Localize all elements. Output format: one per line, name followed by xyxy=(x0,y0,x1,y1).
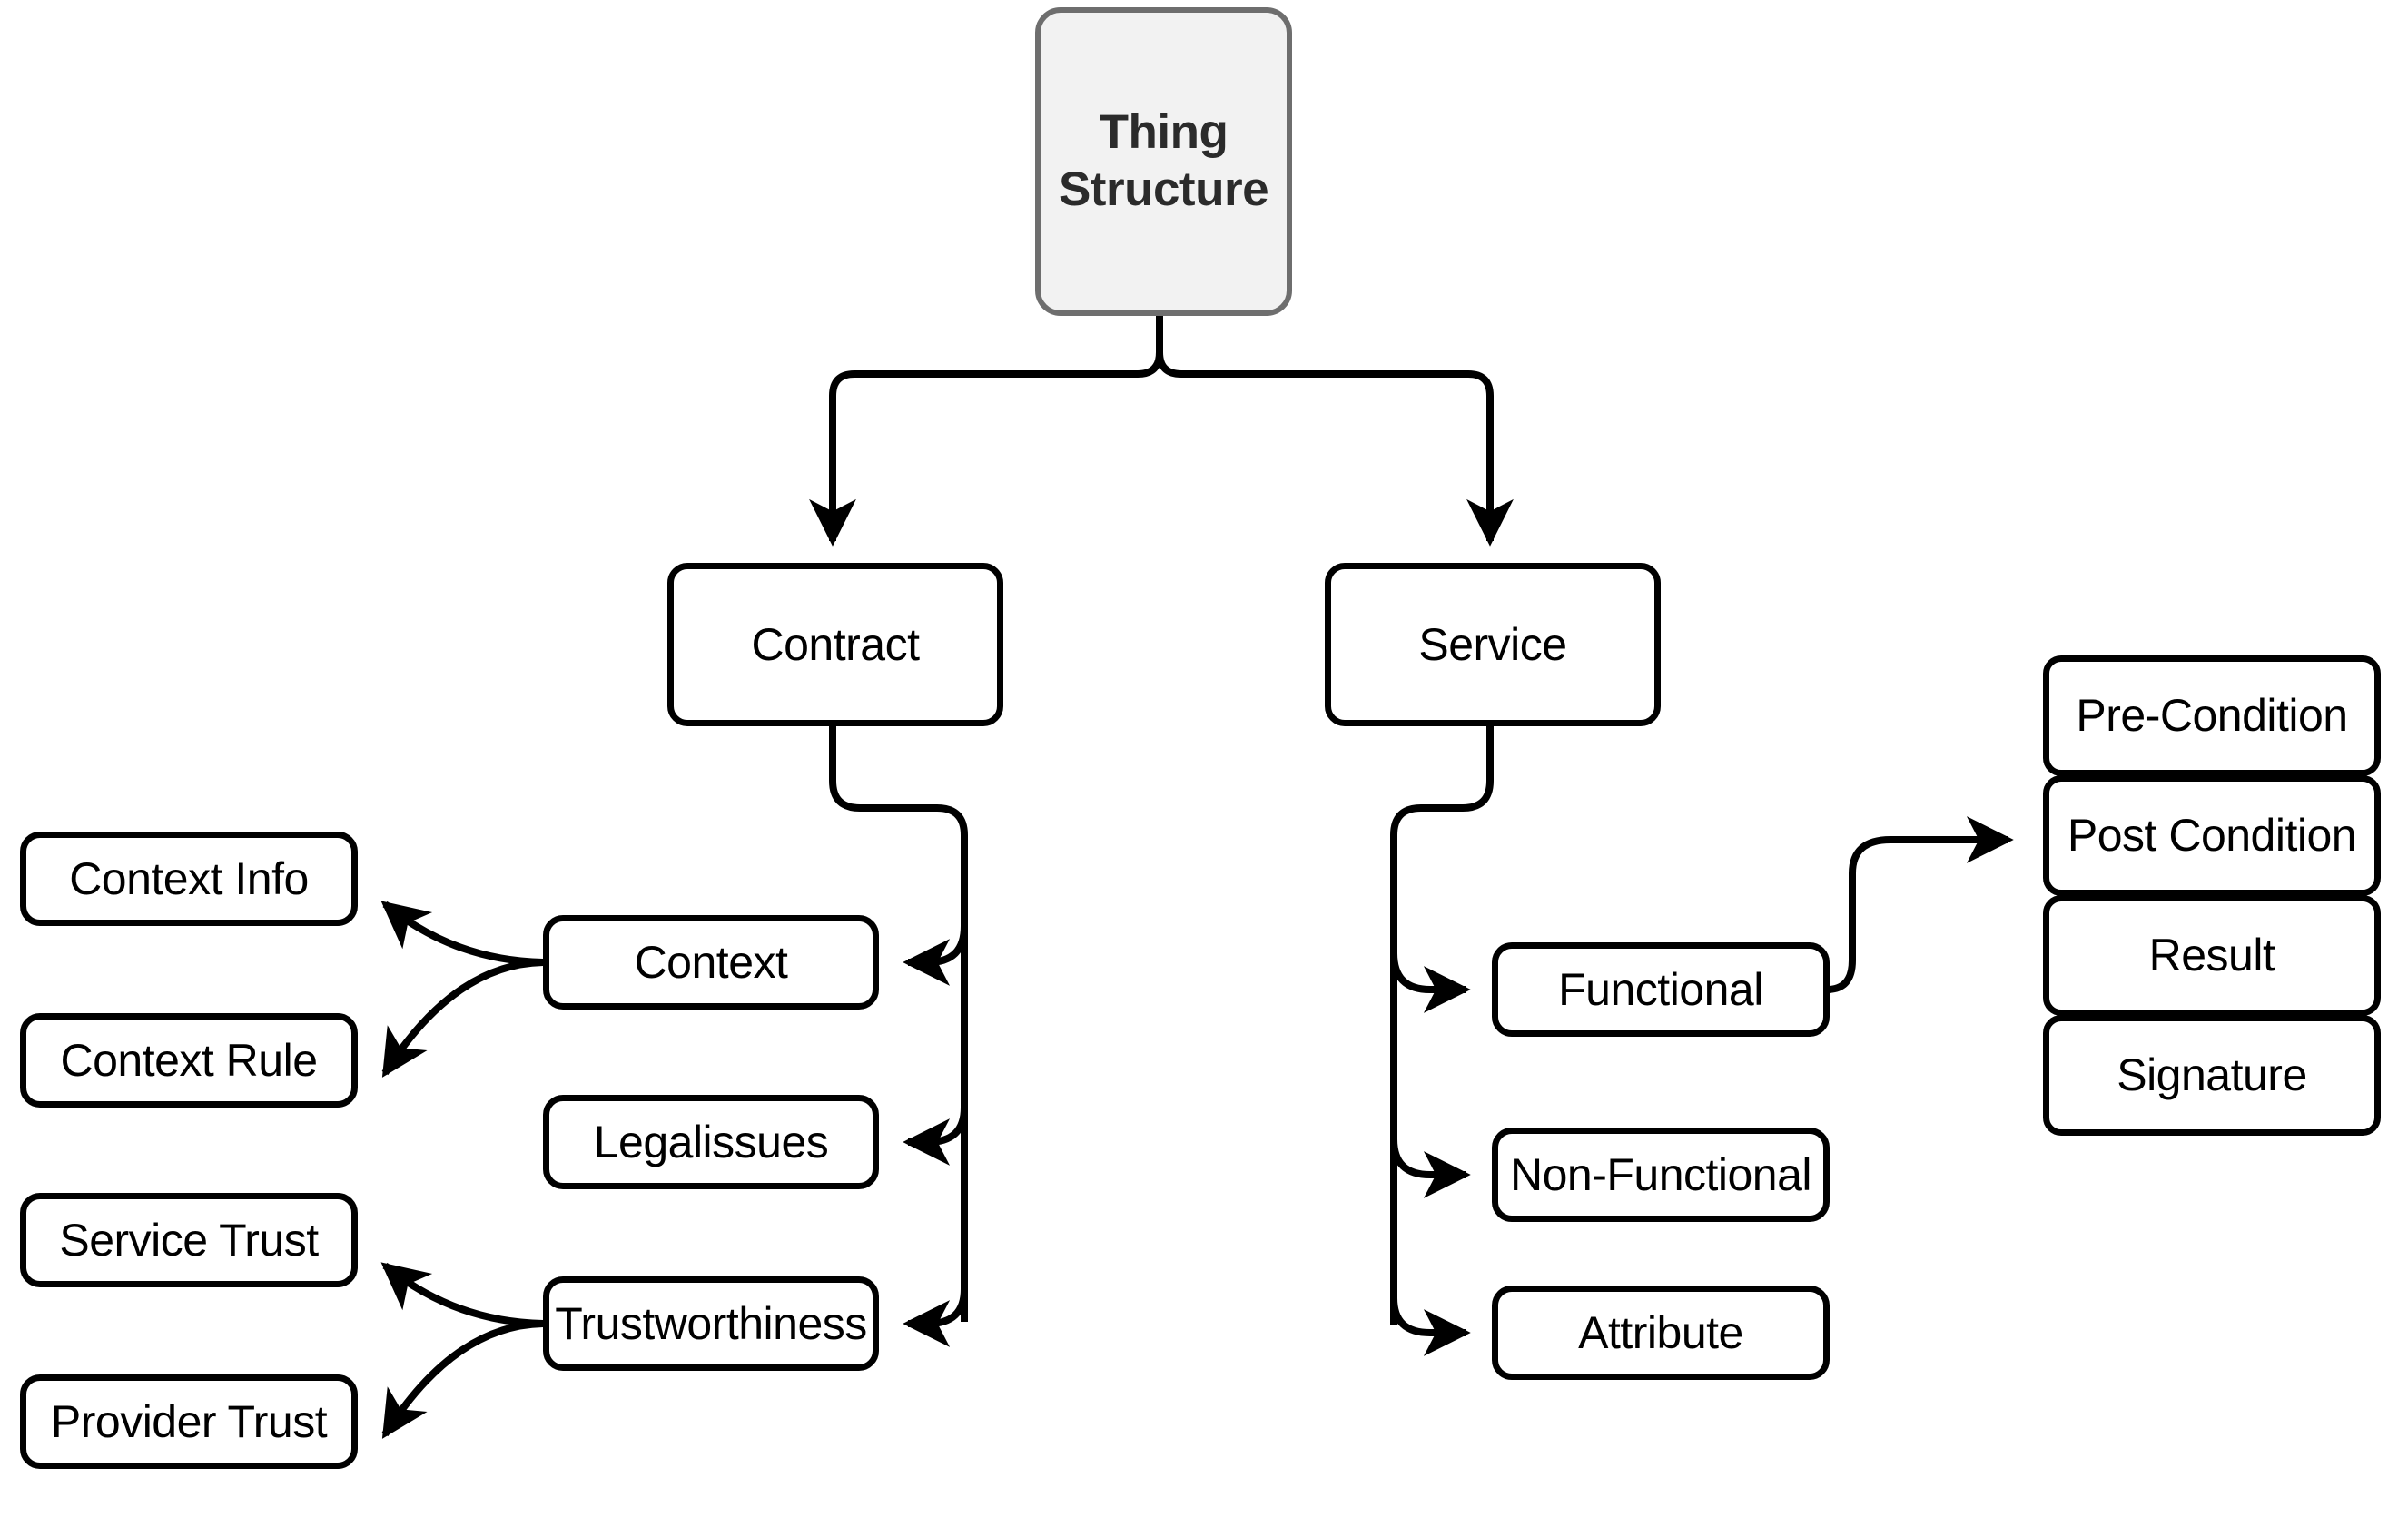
edge-spine-to-trustworthiness xyxy=(903,1288,968,1347)
edge-spine-to-context xyxy=(903,925,968,986)
node-attribute[interactable]: Attribute xyxy=(1492,1286,1830,1380)
node-functional[interactable]: Functional xyxy=(1492,942,1830,1037)
node-label-line1: Thing xyxy=(1099,105,1229,160)
node-pre-condition[interactable]: Pre-Condition xyxy=(2043,655,2381,776)
node-result[interactable]: Result xyxy=(2043,895,2381,1016)
edge-service-spine xyxy=(1390,726,1494,1325)
edge-functional-to-conditions xyxy=(1826,816,2014,993)
node-context[interactable]: Context xyxy=(543,915,879,1010)
edge-spine-to-functional xyxy=(1390,952,1471,1013)
node-non-functional[interactable]: Non-Functional xyxy=(1492,1128,1830,1222)
edge-context-to-context-info xyxy=(380,901,544,966)
edge-spine-to-attribute xyxy=(1390,1297,1471,1356)
node-service[interactable]: Service xyxy=(1325,563,1661,726)
edge-spine-to-legalissues xyxy=(903,1107,968,1166)
node-thing-structure[interactable]: Thing Structure xyxy=(1035,7,1292,316)
edge-root-split xyxy=(829,316,1163,527)
edge-contract-spine xyxy=(829,726,968,1322)
node-contract[interactable]: Contract xyxy=(667,563,1003,726)
edge-context-to-context-rule xyxy=(381,959,544,1078)
edge-spine-to-non-functional xyxy=(1390,1138,1471,1198)
edge-trustworthiness-to-provider-trust xyxy=(381,1320,544,1439)
node-provider-trust[interactable]: Provider Trust xyxy=(20,1374,358,1469)
node-label-wrap: Thing Structure xyxy=(1058,104,1269,218)
node-context-info[interactable]: Context Info xyxy=(20,832,358,926)
node-signature[interactable]: Signature xyxy=(2043,1015,2381,1136)
node-legalissues[interactable]: Legalissues xyxy=(543,1095,879,1189)
node-label-line2: Structure xyxy=(1058,163,1269,216)
edge-root-split-right xyxy=(1156,316,1494,527)
node-trustworthiness[interactable]: Trustworthiness xyxy=(543,1276,879,1371)
node-service-trust[interactable]: Service Trust xyxy=(20,1193,358,1287)
edge-trustworthiness-to-service-trust xyxy=(380,1262,544,1327)
node-context-rule[interactable]: Context Rule xyxy=(20,1013,358,1108)
node-post-condition[interactable]: Post Condition xyxy=(2043,775,2381,896)
